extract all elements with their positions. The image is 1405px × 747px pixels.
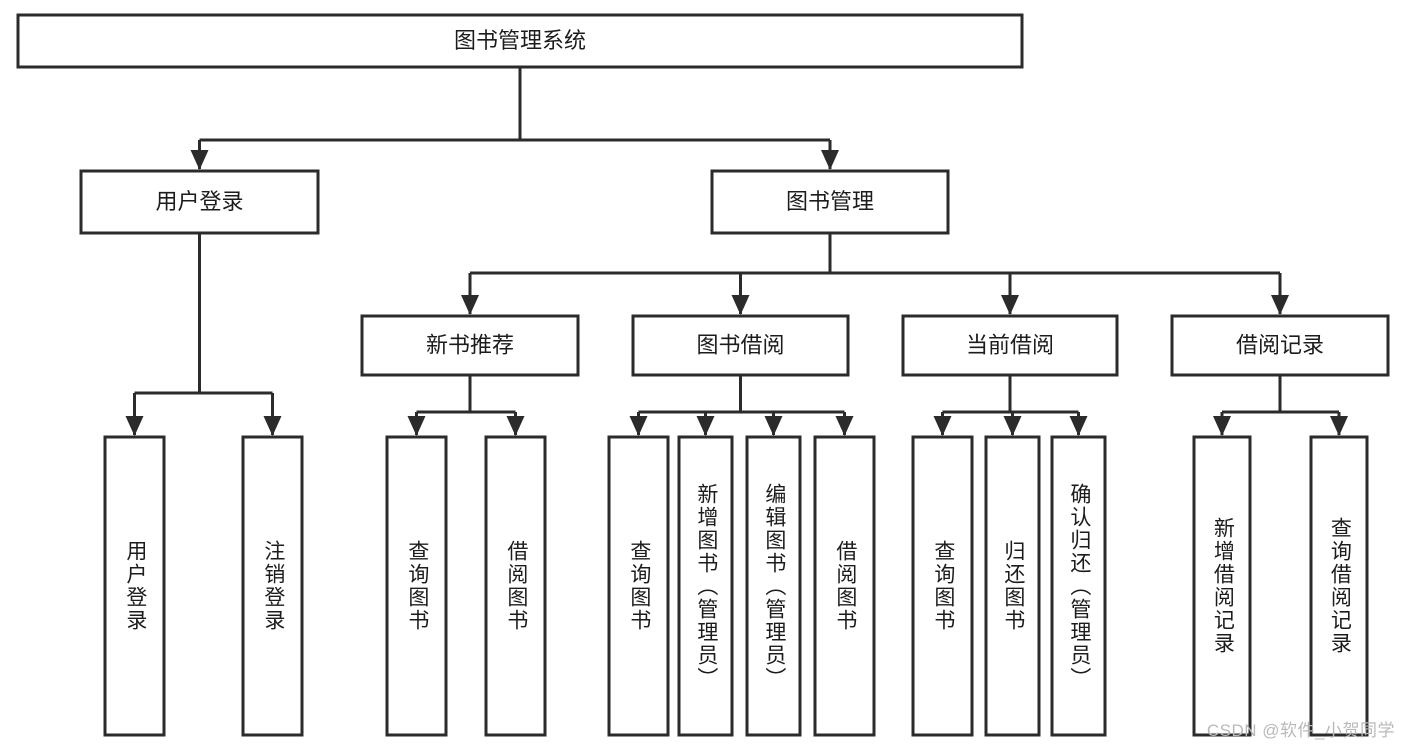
node-label-level3-1: 图书借阅: [696, 332, 784, 357]
node-box-leaf-1[interactable]: [241, 435, 304, 737]
arrow-head-icon-leaf-4-1: [1330, 416, 1348, 436]
node-box-leaf-4[interactable]: [607, 435, 670, 737]
node-label-level2-1: 图书管理: [786, 189, 874, 214]
node-box-level2-1[interactable]: [710, 169, 950, 235]
arrow-head-icon-leaf-0-1: [263, 416, 282, 436]
node-box-level3-0[interactable]: [360, 314, 580, 377]
arrow-head-icon-level2-to-level3-0: [461, 295, 479, 315]
node-box-root[interactable]: [16, 13, 1024, 69]
arrow-head-icon-level2-to-level3-3: [1271, 295, 1289, 315]
arrow-head-icon-leaf-2-1: [696, 416, 715, 436]
node-label-root: 图书管理系统: [454, 28, 586, 53]
node-box-level3-1[interactable]: [631, 314, 850, 377]
arrow-head-icon-leaf-2-3: [835, 416, 854, 436]
node-box-leaf-5[interactable]: [677, 435, 734, 737]
arrow-head-icon-leaf-1-1: [506, 416, 525, 436]
node-box-leaf-6[interactable]: [745, 435, 802, 737]
arrow-head-icon-root-to-level2-1: [821, 150, 839, 170]
arrow-head-icon-leaf-3-0: [933, 416, 952, 436]
arrow-head-icon-leaf-3-1: [1003, 416, 1022, 436]
csdn-watermark: CSDN @软件_小贺同学: [1206, 721, 1395, 740]
node-label-level2-0: 用户登录: [155, 189, 243, 214]
node-boxes: [16, 13, 1390, 737]
node-box-leaf-11[interactable]: [1192, 435, 1252, 737]
arrow-head-icon-leaf-3-2: [1069, 416, 1088, 436]
arrow-head-icon-leaf-2-2: [764, 416, 783, 436]
node-box-leaf-2[interactable]: [385, 435, 448, 737]
node-box-leaf-9[interactable]: [984, 435, 1041, 737]
node-box-level3-2[interactable]: [901, 314, 1119, 377]
node-label-level3-2: 当前借阅: [966, 332, 1054, 357]
arrow-head-icon-level2-to-level3-2: [1001, 295, 1019, 315]
node-label-level3-0: 新书推荐: [426, 332, 514, 357]
node-box-leaf-0[interactable]: [103, 435, 166, 737]
arrow-head-icon-leaf-2-0: [629, 416, 648, 436]
node-box-leaf-10[interactable]: [1050, 435, 1107, 737]
node-box-leaf-3[interactable]: [484, 435, 547, 737]
node-box-leaf-8[interactable]: [911, 435, 974, 737]
node-box-level2-0[interactable]: [79, 169, 320, 235]
arrow-head-icon-leaf-1-0: [407, 416, 426, 436]
node-box-leaf-12[interactable]: [1309, 435, 1369, 737]
arrow-head-icon-leaf-4-0: [1213, 416, 1231, 436]
arrow-head-icon-level2-to-level3-1: [731, 295, 750, 315]
arrow-head-icon-root-to-level2-0: [190, 150, 209, 170]
connector-lines: [125, 67, 1348, 436]
node-box-leaf-7[interactable]: [813, 435, 876, 737]
arrow-head-icon-leaf-0-0: [125, 416, 144, 436]
node-box-level3-3[interactable]: [1170, 314, 1390, 377]
node-label-level3-3: 借阅记录: [1236, 332, 1324, 357]
